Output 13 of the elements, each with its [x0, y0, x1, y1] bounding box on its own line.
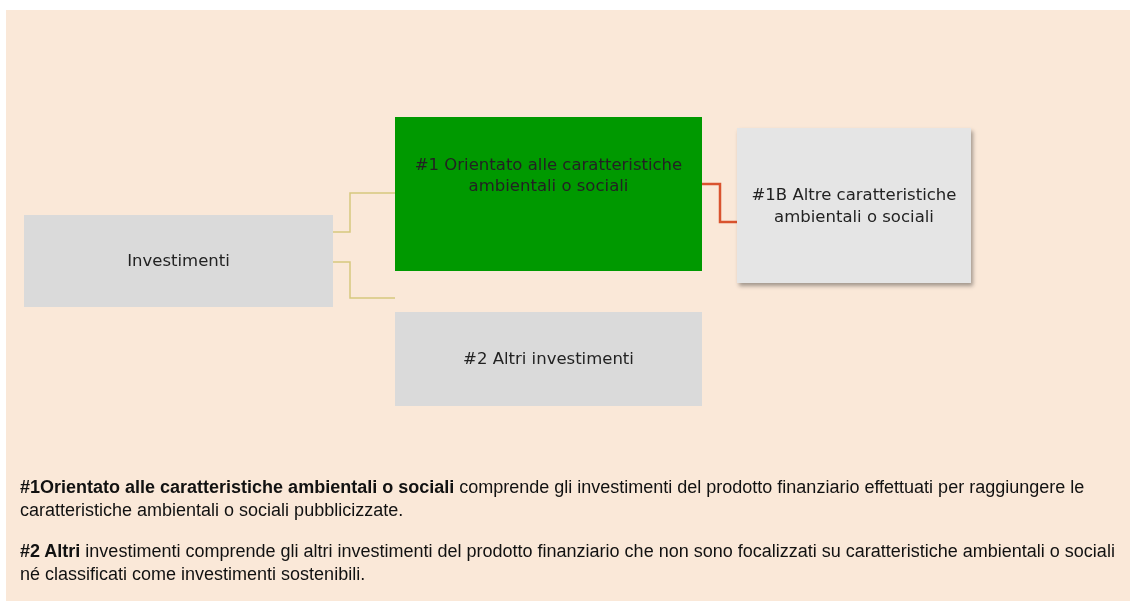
- box-label: #2 Altri investimenti: [463, 348, 634, 370]
- definition-note: #2 Altri investimenti comprende gli altri investimenti del prodotto finanziario che non sono focalizzati su caratteristiche ambientali o sociali né classificati come investimenti sostenibili.: [20, 540, 1116, 585]
- category-box: [395, 312, 702, 406]
- box-label: #1B Altre caratteristiche ambientali o sociali: [751, 184, 957, 227]
- definition-note: #1Orientato alle caratteristiche ambientali o sociali comprende gli investimenti del prodotto finanziario effettuati per raggiungere le caratteristiche ambientali o sociali pubblicizzate.: [20, 476, 1086, 521]
- category-box: [24, 215, 333, 307]
- connector-line: [332, 261, 396, 299]
- connector-line: [702, 182, 737, 224]
- box-label: Investimenti: [127, 250, 230, 272]
- connector-line: [332, 192, 396, 233]
- category-box: [737, 128, 971, 283]
- category-box: [395, 117, 702, 271]
- box-label: #1 Orientato alle caratteristiche ambientali o sociali: [413, 154, 684, 197]
